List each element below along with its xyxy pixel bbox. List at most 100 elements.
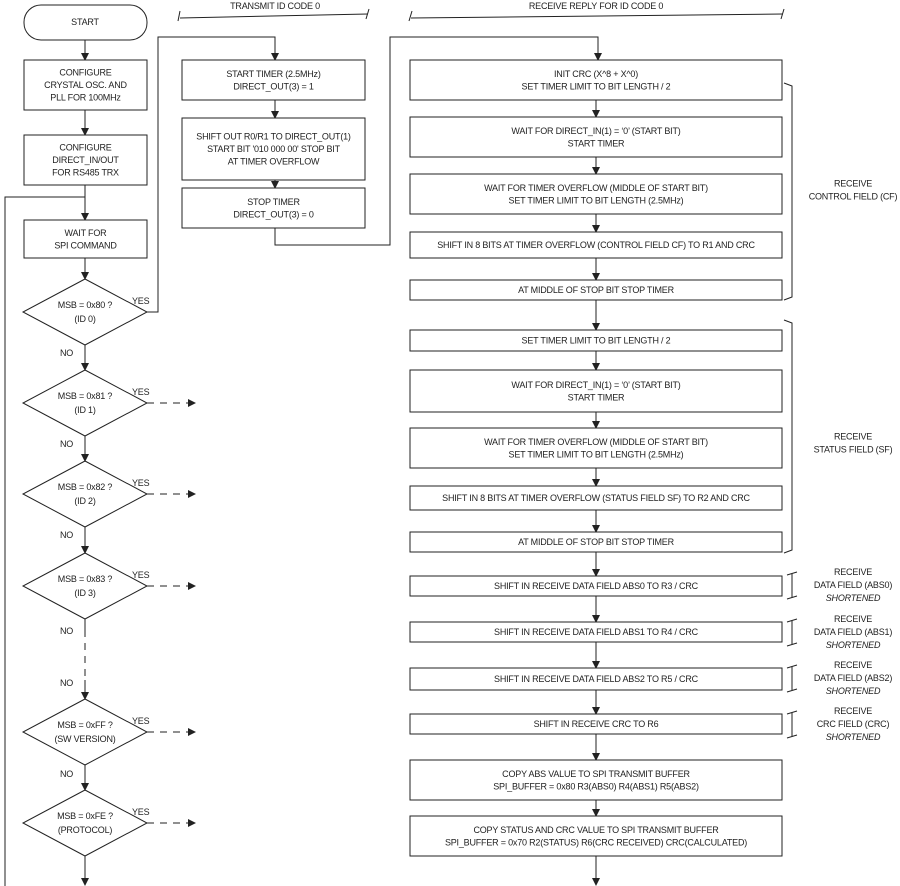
transmit-step-0: [181, 59, 366, 101]
bracket-1: [783, 319, 793, 554]
decision-4-line: (SW VERSION): [54, 734, 115, 744]
main-step-0-line: CRYSTAL OSC. AND: [44, 80, 127, 90]
transmit-step-1-line: START BIT '010 000 00' STOP BIT: [207, 144, 341, 154]
bracket-label: RECEIVE: [834, 614, 872, 624]
transmit-step-0-line: DIRECT_OUT(3) = 1: [233, 81, 314, 91]
main-step-2-line: WAIT FOR: [65, 228, 108, 238]
receive-step-0: [409, 59, 783, 101]
receive-step-12-line: SHIFT IN RECEIVE DATA FIELD ABS2 TO R5 /…: [494, 674, 699, 684]
main-step-0-line: PLL FOR 100MHz: [50, 93, 121, 103]
header-tick: [177, 10, 181, 22]
receive-step-1-line: WAIT FOR DIRECT_IN(1) = ‘0’ (START BIT): [511, 126, 680, 136]
bracket-label: DATA FIELD (ABS1): [814, 627, 892, 637]
main-step-2: [23, 219, 148, 259]
bracket-4: [786, 688, 798, 693]
bracket-label: DATA FIELD (ABS2): [814, 673, 892, 683]
receive-step-12: [409, 667, 783, 691]
receive-step-8-line: SHIFT IN 8 BITS AT TIMER OVERFLOW (STATU…: [442, 493, 750, 503]
no-label: NO: [60, 626, 73, 636]
bracket-note: SHORTENED: [826, 640, 881, 650]
bracket-note: SHORTENED: [826, 686, 881, 696]
transmit-step-2-line: DIRECT_OUT(3) = 0: [233, 209, 314, 219]
receive-step-9-line: AT MIDDLE OF STOP BIT STOP TIMER: [518, 537, 675, 547]
receive-step-2-line: WAIT FOR TIMER OVERFLOW (MIDDLE OF START…: [484, 183, 708, 193]
yes-label: YES: [132, 387, 150, 397]
receive-step-13-line: SHIFT IN RECEIVE CRC TO R6: [534, 719, 659, 729]
decision-5-line: (PROTOCOL): [58, 825, 113, 835]
receive-step-4: [409, 279, 783, 301]
decision-2: [21, 460, 149, 528]
bracket-label: RECEIVE: [834, 567, 872, 577]
decision-1-line: MSB = 0x81 ?: [58, 391, 113, 401]
header-transmit-bracket: [179, 13, 369, 19]
loop-back-line: [4, 196, 85, 886]
bracket-5: [786, 710, 798, 715]
decision-0: [21, 278, 149, 346]
transmit-step-2-line: STOP TIMER: [247, 197, 300, 207]
receive-step-9: [409, 531, 783, 553]
receive-step-3-line: SHIFT IN 8 BITS AT TIMER OVERFLOW (CONTR…: [437, 240, 755, 250]
receive-step-2: [409, 173, 783, 215]
header-tick: [365, 8, 370, 20]
bracket-2: [786, 595, 798, 600]
bracket-5: [786, 734, 798, 739]
receive-step-15-line: COPY STATUS AND CRC VALUE TO SPI TRANSMI…: [473, 825, 719, 835]
header-tick: [780, 8, 785, 20]
yes-label: YES: [132, 478, 150, 488]
yes-label: YES: [132, 807, 150, 817]
bracket-label: RECEIVE: [834, 706, 872, 716]
receive-step-11-line: SHIFT IN RECEIVE DATA FIELD ABS1 TO R4 /…: [494, 627, 699, 637]
main-step-1-line: CONFIGURE: [59, 143, 111, 153]
yes-label: YES: [132, 296, 150, 306]
receive-step-5-line: SET TIMER LIMIT TO BIT LENGTH / 2: [522, 336, 671, 346]
receive-step-14-line: COPY ABS VALUE TO SPI TRANSMIT BUFFER: [502, 769, 690, 779]
decision-4: [21, 698, 149, 766]
transmit-step-1: [181, 117, 366, 181]
main-step-1-line: DIRECT_IN/OUT: [52, 155, 119, 165]
decision-1-line: (ID 1): [74, 405, 96, 415]
bracket-2: [786, 571, 798, 576]
receive-step-7: [409, 427, 783, 469]
receive-step-6-line: WAIT FOR DIRECT_IN(1) = ‘0’ (START BIT): [511, 380, 680, 390]
bracket-0: [783, 82, 793, 301]
decision-0-line: MSB = 0x80 ?: [58, 300, 113, 310]
decision-5-line: MSB = 0xFE ?: [57, 811, 113, 821]
no-label: NO: [60, 439, 73, 449]
receive-step-1-line: START TIMER: [568, 138, 625, 148]
main-step-1-line: FOR RS485 TRX: [52, 168, 119, 178]
main-step-2-line: SPI COMMAND: [54, 240, 117, 250]
decision-2-line: (ID 2): [74, 496, 96, 506]
main-step-0: [23, 59, 148, 111]
transmit-step-1-line: AT TIMER OVERFLOW: [228, 157, 320, 167]
header-transmit: TRANSMIT ID CODE 0: [230, 1, 320, 11]
receive-step-13: [409, 713, 783, 735]
receive-step-5: [409, 329, 783, 352]
to-receive-arrow: [274, 36, 602, 246]
receive-step-10-line: SHIFT IN RECEIVE DATA FIELD ABS0 TO R3 /…: [494, 581, 699, 591]
decision-0-line: (ID 0): [74, 314, 96, 324]
no-label: NO: [60, 769, 73, 779]
decision-3-line: (ID 3): [74, 588, 96, 598]
decision-2-line: MSB = 0x82 ?: [58, 482, 113, 492]
bracket-note: SHORTENED: [826, 593, 881, 603]
no-label: NO: [60, 678, 73, 688]
start-label: START: [71, 17, 99, 27]
receive-step-14-line: SPI_BUFFER = 0x80 R3(ABS0) R4(ABS1) R5(A…: [493, 781, 699, 791]
transmit-step-2: [181, 187, 366, 229]
receive-step-14: [409, 759, 783, 801]
receive-step-10: [409, 575, 783, 597]
header-tick: [408, 10, 413, 22]
receive-step-11: [409, 621, 783, 643]
bracket-label: RECEIVE: [834, 432, 872, 442]
receive-step-8: [409, 485, 783, 511]
header-receive-bracket: [410, 13, 784, 19]
receive-step-15: [409, 815, 783, 857]
receive-step-1: [409, 116, 783, 158]
receive-step-4-line: AT MIDDLE OF STOP BIT STOP TIMER: [518, 285, 675, 295]
receive-step-0-line: SET TIMER LIMIT TO BIT LENGTH / 2: [522, 81, 671, 91]
main-step-0-line: CONFIGURE: [59, 68, 111, 78]
yes-id0-arrow: [147, 36, 279, 313]
receive-step-7-line: SET TIMER LIMIT TO BIT LENGTH (2.5MHz): [509, 449, 684, 459]
main-step-1: [23, 134, 148, 186]
